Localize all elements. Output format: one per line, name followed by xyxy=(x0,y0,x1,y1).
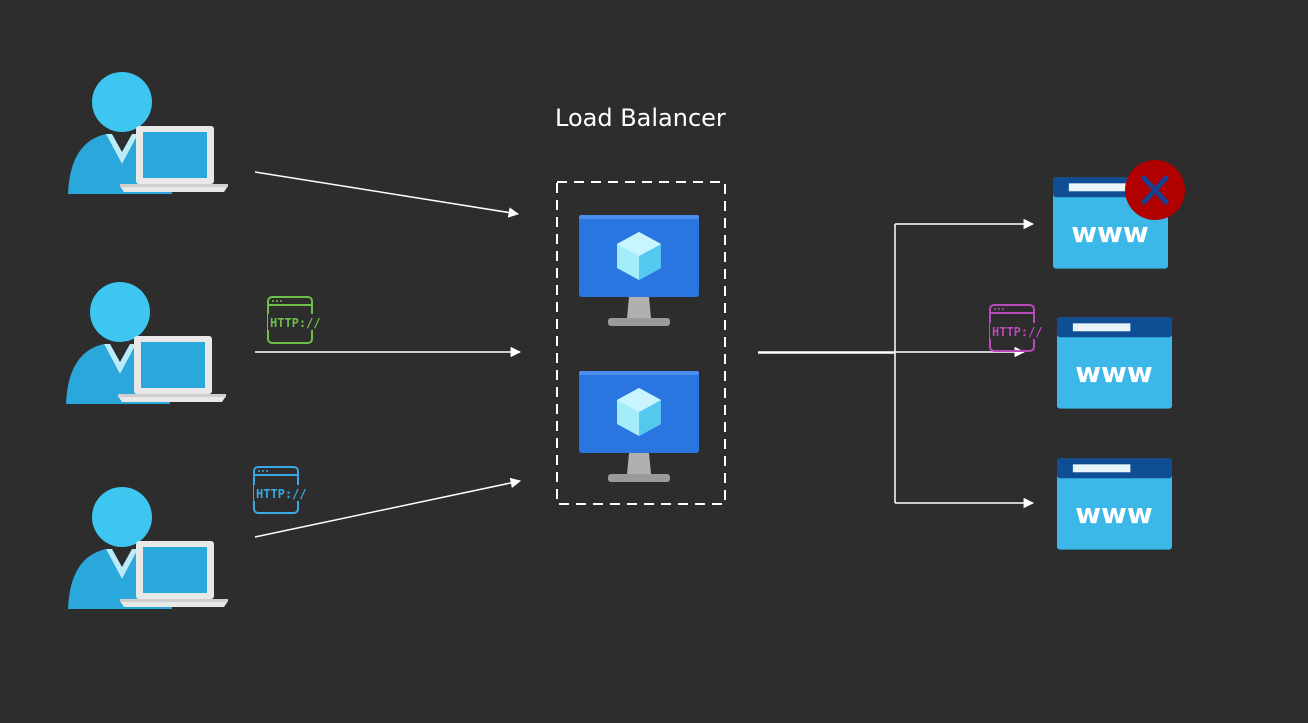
http-label: HTTP:// xyxy=(256,487,307,501)
load-balancer-title: Load Balancer xyxy=(555,104,726,132)
vm-icon xyxy=(579,371,699,482)
failed-x-icon xyxy=(1125,160,1185,220)
web-server-icon: www xyxy=(1053,177,1168,269)
request-arrow xyxy=(254,477,522,538)
server-label: www xyxy=(1075,356,1153,389)
server-label: www xyxy=(1075,497,1153,530)
http-purple-icon: HTTP:// xyxy=(989,304,1044,352)
vm-icon xyxy=(579,215,699,326)
user-laptop-icon xyxy=(66,282,226,404)
load-balancer-box xyxy=(556,181,726,505)
http-label: HTTP:// xyxy=(270,316,321,330)
request-arrow xyxy=(254,171,520,218)
server-label: www xyxy=(1071,216,1149,249)
user-laptop-icon xyxy=(68,487,228,609)
http-green-icon: HTTP:// xyxy=(267,296,322,344)
http-blue-icon: HTTP:// xyxy=(253,466,308,514)
web-server-icon: www xyxy=(1057,458,1172,550)
http-label: HTTP:// xyxy=(992,325,1043,339)
user-laptop-icon xyxy=(68,72,228,194)
web-server-icon: www xyxy=(1057,317,1172,409)
